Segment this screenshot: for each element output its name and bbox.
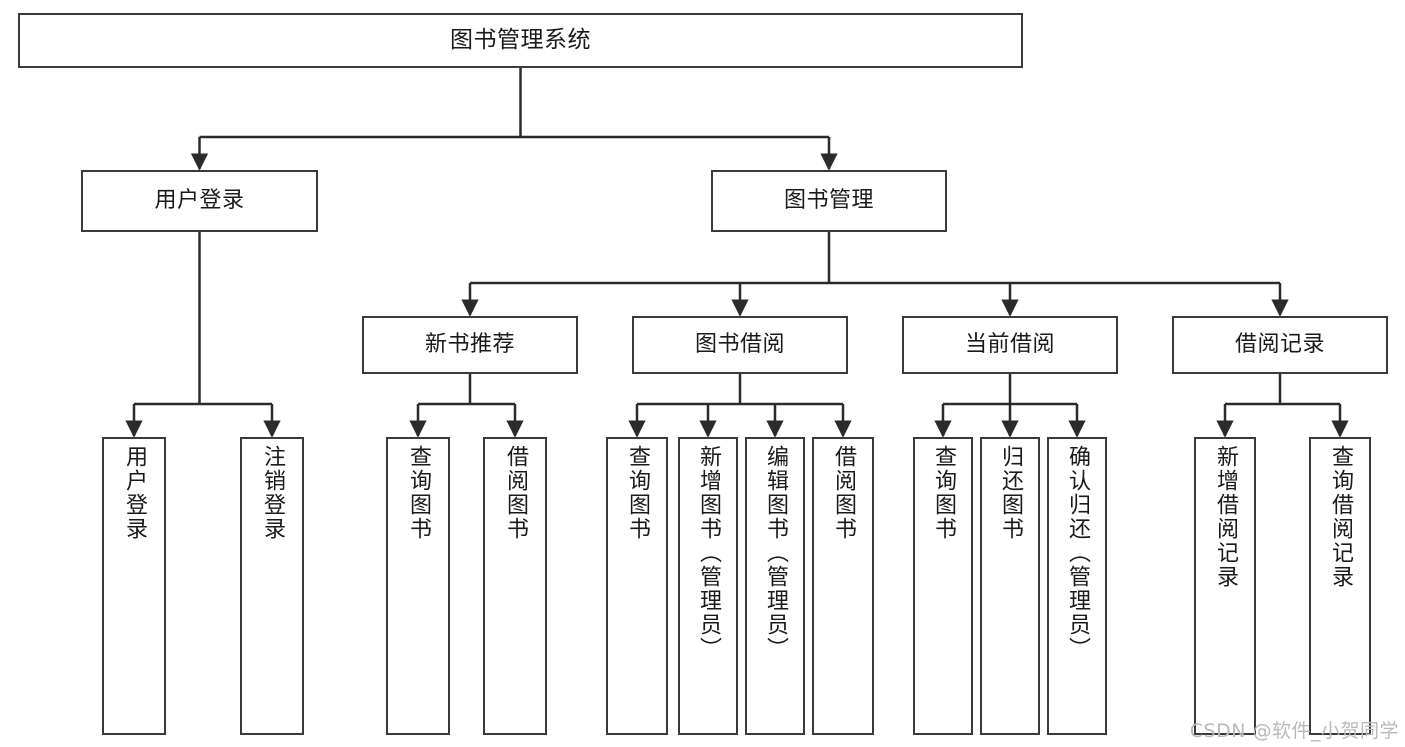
node-user_login: 用户登录 <box>81 170 318 232</box>
node-l_bb_edit: 编辑图书（管理员） <box>745 437 805 735</box>
node-label: 新增图书（管理员） <box>695 445 721 661</box>
node-borrow_log: 借阅记录 <box>1172 316 1388 374</box>
node-l_bb_add: 新增图书（管理员） <box>678 437 738 735</box>
node-label: 图书管理 <box>783 187 874 213</box>
node-l_log_add: 新增借阅记录 <box>1194 437 1256 735</box>
node-l_rec_borrow: 借阅图书 <box>483 437 547 735</box>
node-label: 用户登录 <box>154 187 245 213</box>
watermark: CSDN @软件_小贺同学 <box>1189 720 1399 742</box>
node-label: 查询图书 <box>405 445 431 541</box>
node-l_bb_borrow: 借阅图书 <box>812 437 874 735</box>
node-l_cb_confirm: 确认归还（管理员） <box>1047 437 1107 735</box>
node-label: 图书管理系统 <box>450 26 591 53</box>
node-label: 新书推荐 <box>424 331 515 357</box>
node-label: 归还图书 <box>997 445 1023 541</box>
node-book_mgmt: 图书管理 <box>711 170 947 232</box>
node-label: 注销登录 <box>259 445 285 541</box>
node-label: 查询借阅记录 <box>1327 445 1353 589</box>
node-label: 确认归还（管理员） <box>1064 445 1090 661</box>
node-l_bb_query: 查询图书 <box>606 437 668 735</box>
node-label: 新增借阅记录 <box>1212 445 1238 589</box>
node-label: 当前借阅 <box>964 331 1055 357</box>
node-l_cb_return: 归还图书 <box>980 437 1040 735</box>
node-l_rec_query: 查询图书 <box>386 437 450 735</box>
node-l_cb_query: 查询图书 <box>913 437 973 735</box>
node-label: 借阅记录 <box>1234 331 1325 357</box>
node-new_book_rec: 新书推荐 <box>362 316 578 374</box>
node-l_user_login: 用户登录 <box>102 437 166 735</box>
node-label: 借阅图书 <box>502 445 528 541</box>
node-label: 查询图书 <box>930 445 956 541</box>
node-label: 编辑图书（管理员） <box>762 445 788 661</box>
node-l_user_logout: 注销登录 <box>240 437 304 735</box>
node-label: 查询图书 <box>624 445 650 541</box>
node-root: 图书管理系统 <box>18 13 1023 68</box>
node-label: 借阅图书 <box>830 445 856 541</box>
node-label: 图书借阅 <box>694 331 785 357</box>
node-book_borrow: 图书借阅 <box>632 316 848 374</box>
node-l_log_query: 查询借阅记录 <box>1309 437 1371 735</box>
node-label: 用户登录 <box>121 445 147 541</box>
node-cur_borrow: 当前借阅 <box>902 316 1118 374</box>
